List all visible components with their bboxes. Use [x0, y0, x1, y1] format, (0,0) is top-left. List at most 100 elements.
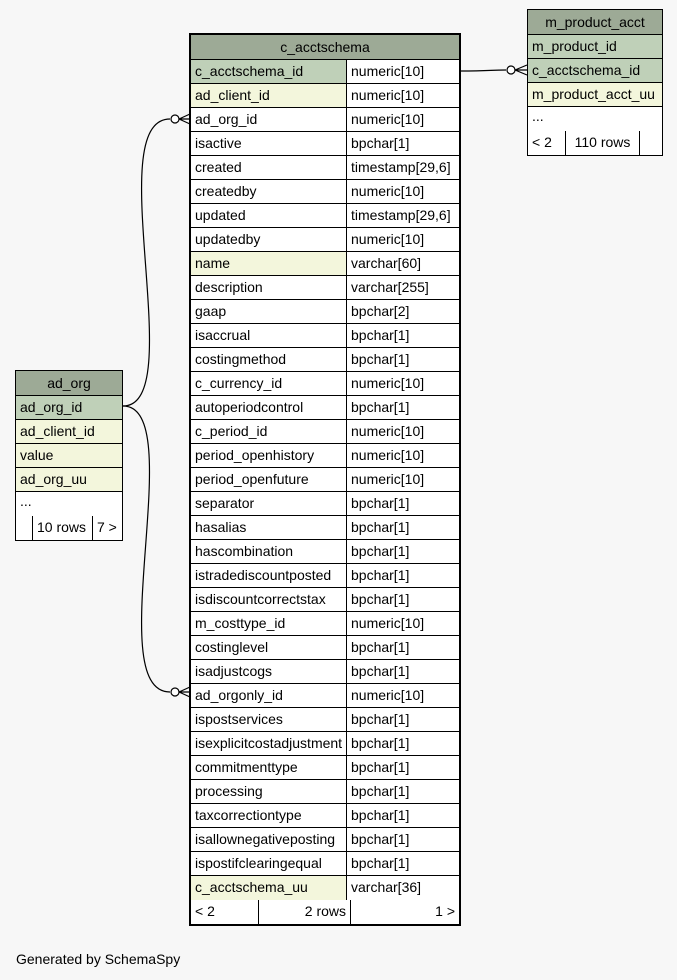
column-type: bpchar[1] — [347, 660, 459, 683]
table-title[interactable]: ad_org — [16, 371, 122, 396]
crowfoot-lines — [178, 686, 191, 698]
column-name: ad_orgonly_id — [191, 684, 347, 707]
column-row[interactable]: value — [16, 444, 122, 468]
column-name: isexplicitcostadjustment — [191, 732, 347, 755]
column-row[interactable]: ad_client_id — [16, 420, 122, 444]
column-type: varchar[60] — [347, 252, 459, 275]
column-row[interactable]: ... — [528, 107, 662, 131]
generated-by-label: Generated by SchemaSpy — [16, 951, 181, 967]
column-type: numeric[10] — [347, 612, 459, 635]
column-name: c_currency_id — [191, 372, 347, 395]
column-name: costingmethod — [191, 348, 347, 371]
column-type: numeric[10] — [347, 372, 459, 395]
column-name: createdby — [191, 180, 347, 203]
column-name: isactive — [191, 132, 347, 155]
table-title[interactable]: m_product_acct — [528, 10, 662, 35]
column-name: isaccrual — [191, 324, 347, 347]
column-type: numeric[10] — [347, 228, 459, 251]
column-row[interactable]: m_product_id — [528, 35, 662, 59]
column-name: isallownegativeposting — [191, 828, 347, 851]
column-row[interactable]: c_acctschema_id — [528, 59, 662, 83]
parents-count[interactable]: < 2 — [528, 131, 566, 155]
column-row[interactable]: m_product_acct_uu — [528, 83, 662, 107]
column-name: updatedby — [191, 228, 347, 251]
children-count — [640, 131, 662, 155]
row-count: 2 rows — [259, 900, 351, 924]
column-name: c_acctschema_id — [528, 59, 662, 82]
column-name: m_product_acct_uu — [528, 83, 662, 106]
table-title[interactable]: c_acctschema — [191, 35, 459, 60]
column-row[interactable]: ... — [16, 492, 122, 516]
column-type: varchar[36] — [347, 876, 459, 900]
column-type: bpchar[1] — [347, 132, 459, 155]
column-name: autoperiodcontrol — [191, 396, 347, 419]
column-type: bpchar[1] — [347, 492, 459, 515]
column-name: value — [16, 444, 122, 467]
column-type: bpchar[1] — [347, 516, 459, 539]
column-type: numeric[10] — [347, 420, 459, 443]
row-count: 110 rows — [566, 131, 640, 155]
relation-line-ad-org-to-ad-orgonly-id — [122, 405, 171, 693]
column-name: ispostservices — [191, 708, 347, 731]
children-count[interactable]: 1 > — [435, 903, 455, 919]
column-type: numeric[10] — [347, 444, 459, 467]
column-name: isadjustcogs — [191, 660, 347, 683]
column-name: period_openhistory — [191, 444, 347, 467]
column-row[interactable]: ad_org_id — [16, 396, 122, 420]
column-row[interactable]: ad_org_uu — [16, 468, 122, 492]
column-name: period_openfuture — [191, 468, 347, 491]
column-name: c_acctschema_id — [191, 60, 347, 83]
column-name: costinglevel — [191, 636, 347, 659]
column-type: bpchar[1] — [347, 756, 459, 779]
column-name: c_acctschema_uu — [191, 876, 347, 900]
column-name: ... — [16, 492, 122, 516]
column-type: bpchar[1] — [347, 564, 459, 587]
column-name: ad_client_id — [191, 84, 347, 107]
table-footer: < 2 110 rows — [528, 131, 662, 155]
column-type: bpchar[1] — [347, 324, 459, 347]
parents-count[interactable]: < 2 — [191, 900, 259, 924]
column-name: ad_client_id — [16, 420, 122, 443]
children-count[interactable]: 7 > — [97, 519, 117, 535]
column-type: numeric[10] — [347, 60, 459, 83]
